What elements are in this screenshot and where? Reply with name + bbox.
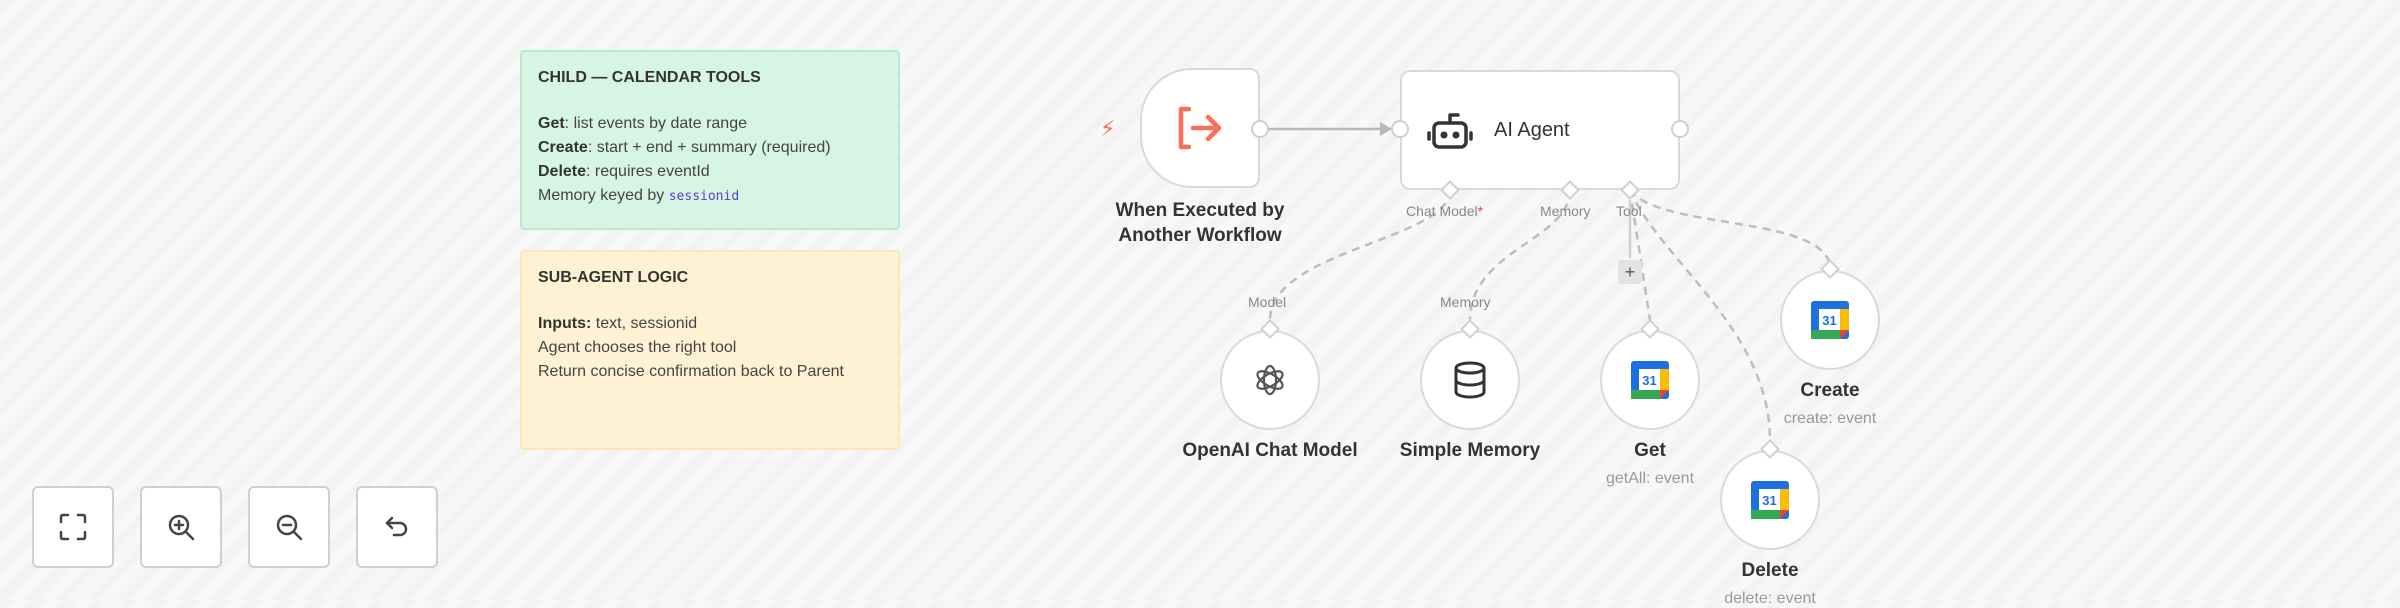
sticky-line-inputs: Inputs: text, sessionid [538,315,698,332]
memory-input-label: Memory [1440,294,1491,310]
svg-text:31: 31 [1642,373,1656,388]
zoom-out-icon [276,514,303,541]
node-calendar-get[interactable]: 31 [1600,330,1700,430]
node-openai-chat-model[interactable] [1220,330,1320,430]
get-subtitle: getAll: event [1605,470,1695,487]
node-ai-agent[interactable]: AI Agent [1400,70,1680,190]
google-calendar-icon: 31 [1751,481,1789,519]
database-icon [1454,361,1486,399]
chat-model-port-label: Chat Model* [1406,203,1484,219]
sticky-title: CHILD — CALENDAR TOOLS [538,69,761,86]
create-subtitle: create: event [1783,410,1877,427]
sticky-line-agent: Agent chooses the right tool [538,339,737,356]
sticky-line-delete: Delete: requires eventId [538,163,710,180]
lightning-bolt-icon: ⚡ [1100,116,1116,141]
sticky-line-create: Create: start + end + summary (required) [538,139,831,156]
add-tool-button[interactable]: + [1618,260,1642,284]
zoom-in-button[interactable] [140,486,222,568]
undo-icon [385,516,408,537]
node-calendar-delete[interactable]: 31 [1720,450,1820,550]
delete-subtitle: delete: event [1724,590,1816,607]
openai-icon [1256,364,1284,396]
zoom-out-button[interactable] [248,486,330,568]
svg-text:31: 31 [1762,493,1776,508]
sticky-line-get: Get: list events by date range [538,115,747,132]
openai-title: OpenAI Chat Model [1182,440,1358,461]
agent-title: AI Agent [1494,118,1570,141]
node-execute-workflow-trigger[interactable] [1140,68,1260,188]
agent-input-port[interactable] [1391,120,1409,138]
get-title: Get [1634,440,1666,461]
create-title: Create [1800,380,1860,401]
delete-title: Delete [1741,560,1799,581]
sticky-title: SUB-AGENT LOGIC [538,269,689,286]
node-simple-memory[interactable] [1420,330,1520,430]
reset-zoom-button[interactable] [356,486,438,568]
zoom-in-icon [168,514,195,541]
trigger-output-port[interactable] [1251,120,1269,138]
sticky-line-memory: Memory keyed by sessionid [538,187,740,204]
model-port-label: Model [1248,294,1287,310]
sticky-note-calendar-tools[interactable]: CHILD — CALENDAR TOOLS Get: list events … [520,50,900,230]
google-calendar-icon: 31 [1631,361,1669,399]
sign-out-arrow-icon [1178,106,1222,150]
node-calendar-create[interactable]: 31 [1780,270,1880,370]
fit-view-icon [59,513,87,541]
memory-port-label: Memory [1540,203,1591,219]
google-calendar-icon: 31 [1811,301,1849,339]
sticky-line-return: Return concise confirmation back to Pare… [538,363,844,380]
sticky-note-subagent-logic[interactable]: SUB-AGENT LOGIC Inputs: text, sessionid … [520,250,900,450]
agent-output-port[interactable] [1671,120,1689,138]
memory-title: Simple Memory [1399,440,1541,461]
svg-text:31: 31 [1822,313,1836,328]
robot-icon [1427,113,1473,149]
fit-view-button[interactable] [32,486,114,568]
tool-port-label: Tool [1616,203,1642,219]
